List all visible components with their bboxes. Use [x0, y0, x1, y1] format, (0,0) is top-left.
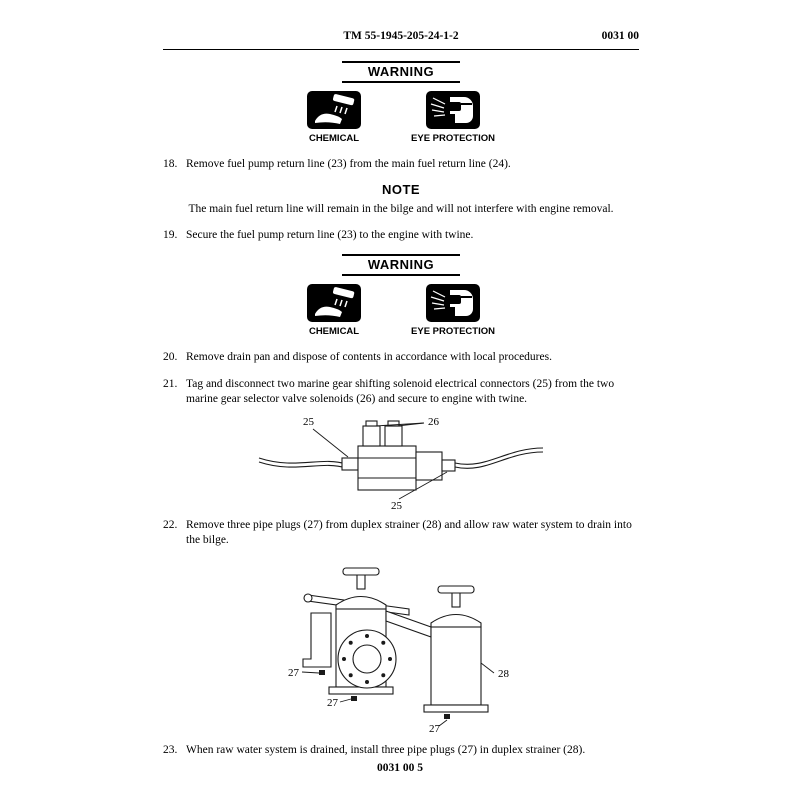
figure-callout: 27	[288, 667, 300, 679]
step-number: 22.	[163, 518, 178, 531]
eye-protection-icon-label: EYE PROTECTION	[411, 326, 495, 338]
header-rule	[163, 49, 639, 50]
step-text: Secure the fuel pump return line (23) to…	[186, 228, 474, 241]
figure-callout: 28	[498, 668, 510, 680]
eye-protection-icon-group: EYE PROTECTION	[411, 284, 495, 337]
note-text: The main fuel return line will remain in…	[188, 202, 614, 215]
solenoid-valve-figure: 25 26 25	[163, 412, 639, 512]
figure-callout: 27	[429, 723, 441, 735]
figure-callout: 25	[391, 500, 403, 512]
step-text: Remove fuel pump return line (23) from t…	[186, 158, 511, 170]
eye-protection-icon-group: EYE PROTECTION	[411, 91, 495, 144]
warning-heading: WARNING	[342, 61, 460, 83]
warning-icons-row: CHEMICAL EYE PROTECTION	[163, 284, 639, 337]
eye-protection-icon-label: EYE PROTECTION	[411, 133, 495, 144]
note-heading: NOTE	[381, 181, 421, 197]
chemical-icon-label: CHEMICAL	[308, 133, 360, 144]
step-item-20: 20. Remove drain pan and dispose of cont…	[163, 350, 639, 366]
eye-protection-icon	[426, 284, 480, 323]
warning-icons-row: CHEMICAL EYE PROTECTION	[163, 91, 639, 144]
page-content: TM 55-1945-205-24-1-2 0031 00 WARNING CH…	[163, 30, 639, 758]
step-number: 20.	[163, 351, 178, 364]
figure-callout: 27	[327, 697, 339, 709]
eye-protection-icon	[426, 91, 480, 129]
duplex-strainer-figure: 27 27 27 28	[163, 553, 639, 735]
chemical-icon-group: CHEMICAL	[307, 284, 362, 338]
step-number: 18.	[163, 158, 178, 170]
warning-heading: WARNING	[342, 254, 460, 277]
chemical-hazard-icon	[307, 91, 362, 129]
figure-callout: 26	[428, 416, 440, 428]
chemical-icon-label: CHEMICAL	[308, 326, 360, 338]
step-text: Remove drain pan and dispose of contents…	[186, 351, 552, 364]
step-item-22: 22. Remove three pipe plugs (27) from du…	[163, 518, 639, 549]
tm-number: TM 55-1945-205-24-1-2	[343, 30, 459, 42]
step-text: Tag and disconnect two marine gear shift…	[186, 377, 615, 406]
step-text: Remove three pipe plugs (27) from duplex…	[186, 518, 632, 547]
step-text: When raw water system is drained, instal…	[186, 743, 586, 756]
chemical-hazard-icon	[307, 284, 362, 323]
figure-callout: 25	[303, 416, 315, 428]
chemical-icon-group: CHEMICAL	[307, 91, 362, 144]
step-item-23: 23. When raw water system is drained, in…	[163, 743, 639, 759]
step-number: 23.	[163, 743, 178, 756]
step-item-18: 18. Remove fuel pump return line (23) fr…	[163, 157, 639, 173]
step-item-21: 21. Tag and disconnect two marine gear s…	[163, 377, 639, 408]
page-footer: 0031 00 5	[377, 762, 423, 774]
solenoid-valve-illustration: 25 26 25	[258, 416, 544, 512]
step-number: 21.	[163, 377, 178, 390]
page-header: TM 55-1945-205-24-1-2 0031 00	[163, 30, 639, 45]
step-item-19: 19. Secure the fuel pump return line (23…	[163, 228, 639, 244]
step-number: 19.	[163, 228, 178, 241]
duplex-strainer-illustration: 27 27 27 28	[288, 567, 510, 735]
work-package-number: 0031 00	[601, 30, 639, 42]
